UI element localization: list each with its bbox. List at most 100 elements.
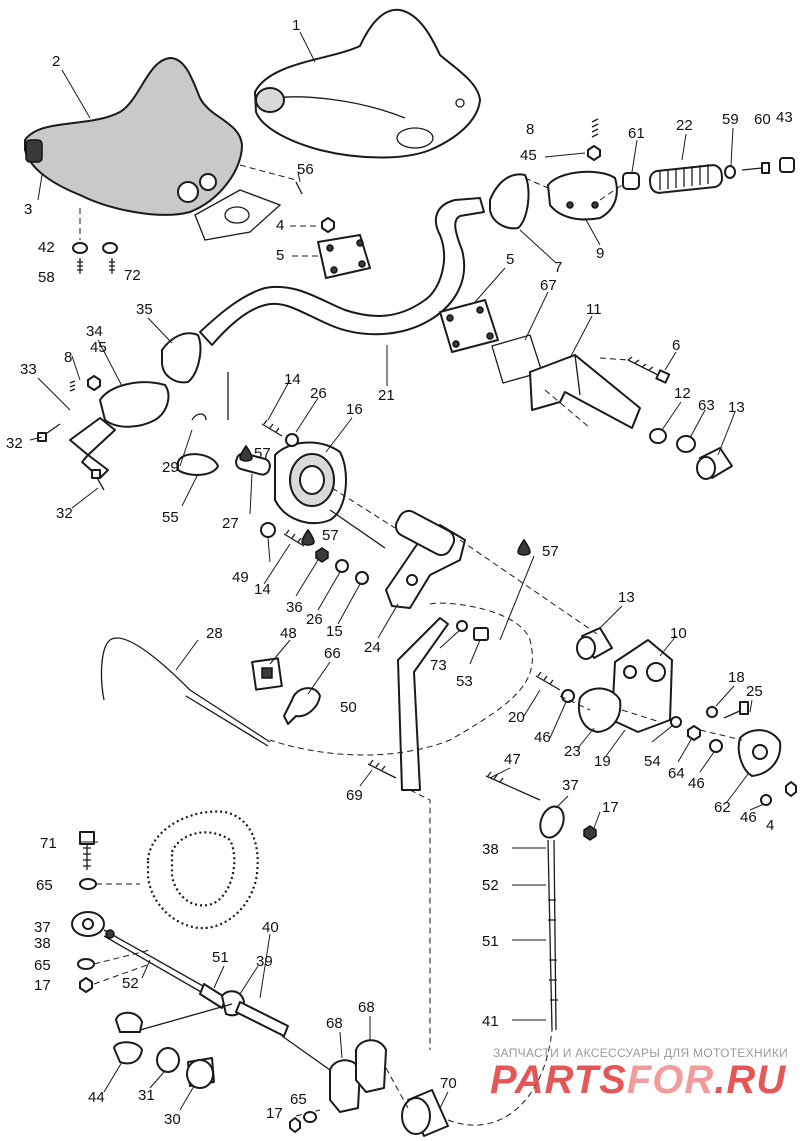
callout-66: 66 <box>324 645 341 662</box>
screw-32-upper <box>37 423 61 442</box>
callout-12: 12 <box>674 385 691 402</box>
callout-42: 42 <box>38 239 55 256</box>
end-cap-43 <box>779 157 795 173</box>
pump-nozzle-inner <box>170 831 236 907</box>
screw-56 <box>295 181 303 195</box>
callout-17a: 17 <box>602 799 619 816</box>
arm-guide <box>409 789 431 1050</box>
clamp-plate-lower <box>439 299 499 353</box>
callout-69: 69 <box>346 787 363 804</box>
grease-57-mid <box>301 528 315 546</box>
washer-59 <box>724 165 736 179</box>
callout-70: 70 <box>440 1075 457 1092</box>
nut-64 <box>687 725 701 741</box>
callout-72: 72 <box>124 267 141 284</box>
bolt-20 <box>535 671 561 691</box>
callout-54: 54 <box>644 753 661 770</box>
callout-17c: 17 <box>266 1105 283 1122</box>
plate-10 <box>611 639 673 733</box>
grip-flange-7 <box>489 173 530 230</box>
callout-4a: 4 <box>276 217 284 234</box>
pivot-rod <box>329 509 386 549</box>
nut-45-upper <box>587 145 601 161</box>
clamp-guide-line <box>139 1003 233 1031</box>
bolt-47 <box>485 771 541 801</box>
washer-46-left <box>561 689 575 703</box>
callout-60: 60 <box>754 111 771 128</box>
callout-20: 20 <box>508 709 525 726</box>
callout-46b: 46 <box>688 775 705 792</box>
callout-1: 1 <box>292 17 300 34</box>
callout-28: 28 <box>206 625 223 642</box>
callout-57b: 57 <box>322 527 339 544</box>
washer-49 <box>260 522 276 538</box>
callout-56: 56 <box>297 161 314 178</box>
nut-17-left <box>79 977 93 993</box>
callout-36: 36 <box>286 599 303 616</box>
screw-32-lower <box>91 469 105 491</box>
washer-15 <box>355 571 369 585</box>
callout-65a: 65 <box>36 877 53 894</box>
clip-48 <box>251 657 283 691</box>
callout-45b: 45 <box>90 339 107 356</box>
watermark-logo-main: PARTS <box>490 1058 627 1102</box>
callout-32a: 32 <box>6 435 23 452</box>
callout-14b: 14 <box>254 581 271 598</box>
callout-51b: 51 <box>212 949 229 966</box>
callout-26b: 26 <box>306 611 323 628</box>
split-clamp-44 <box>113 1011 143 1065</box>
callout-53: 53 <box>456 673 473 690</box>
washer-65-lower <box>303 1111 318 1123</box>
callout-37b: 37 <box>34 919 51 936</box>
nut-36 <box>315 547 329 563</box>
callout-47: 47 <box>504 751 521 768</box>
watermark-logo-end: .RU <box>714 1058 787 1102</box>
callout-13b: 13 <box>618 589 635 606</box>
ring-31 <box>156 1047 180 1073</box>
callout-46c: 46 <box>740 809 757 826</box>
callout-51a: 51 <box>482 933 499 950</box>
screw-72 <box>109 258 115 274</box>
washer-46-far <box>760 794 772 806</box>
callout-68a: 68 <box>326 1015 343 1032</box>
callout-62: 62 <box>714 799 731 816</box>
bushing-70 <box>401 1089 449 1137</box>
callout-40: 40 <box>262 919 279 936</box>
callout-26a: 26 <box>310 385 327 402</box>
bolt-53 <box>473 627 489 641</box>
washer-54 <box>670 716 682 728</box>
screw-58 <box>77 258 83 274</box>
mount-plate <box>194 189 282 241</box>
callout-38a: 38 <box>482 841 499 858</box>
clip-29 <box>191 413 207 421</box>
callout-67: 67 <box>540 277 557 294</box>
callout-30: 30 <box>164 1111 181 1128</box>
clamp-half-68-right <box>355 1039 387 1093</box>
washer-26-upper <box>285 433 299 447</box>
callout-63: 63 <box>698 397 715 414</box>
steering-arm <box>397 617 449 791</box>
callout-39: 39 <box>256 953 273 970</box>
steering-column <box>529 354 641 429</box>
callout-64: 64 <box>668 765 685 782</box>
callout-50: 50 <box>340 699 357 716</box>
washer-42-a <box>72 242 88 254</box>
ball-joint-37-right <box>539 805 597 841</box>
nut-4-upper <box>321 217 335 233</box>
clamp-guide-68 <box>281 1035 331 1071</box>
lever-bracket-34 <box>69 381 170 479</box>
callout-14a: 14 <box>284 371 301 388</box>
callout-3: 3 <box>24 201 32 218</box>
callout-61: 61 <box>628 125 645 142</box>
callout-49: 49 <box>232 569 249 586</box>
callout-44: 44 <box>88 1089 105 1106</box>
leader-lines <box>29 31 765 1111</box>
callout-5b: 5 <box>506 251 514 268</box>
washer-73 <box>456 620 468 632</box>
callout-55: 55 <box>162 509 179 526</box>
callout-73: 73 <box>430 657 447 674</box>
callout-46a: 46 <box>534 729 551 746</box>
washer-46-right <box>709 739 723 753</box>
spring-8-upper <box>591 118 599 138</box>
